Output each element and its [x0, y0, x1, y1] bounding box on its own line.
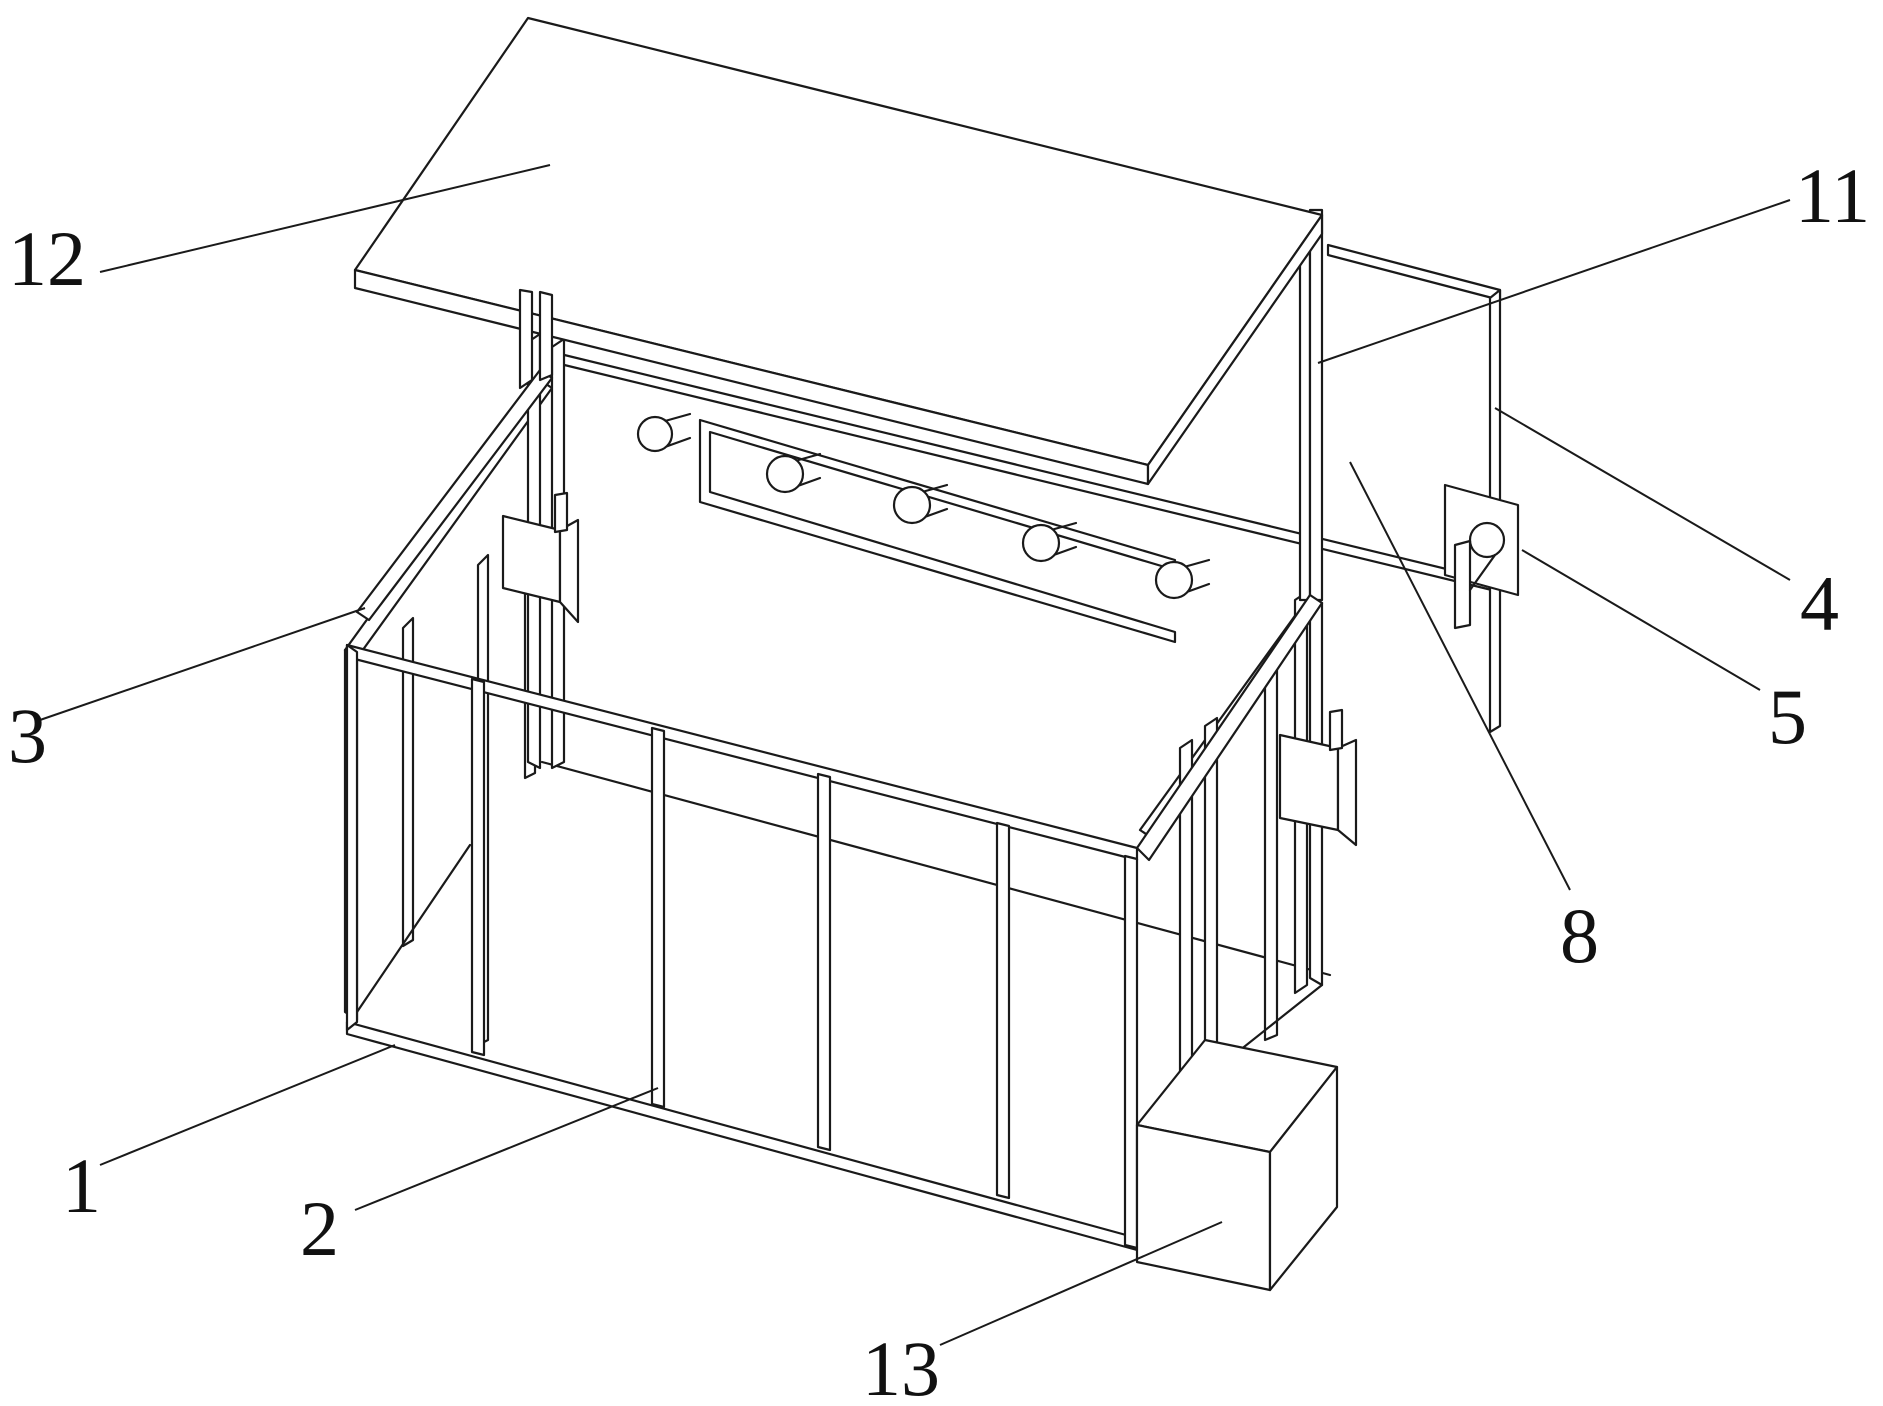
lamp [636, 412, 692, 453]
lamp [892, 483, 949, 525]
lamp [1154, 558, 1211, 600]
lamp [1021, 521, 1078, 563]
front-wall-frame [345, 593, 1324, 1252]
left-clamp [501, 491, 580, 624]
label-12: 12 [8, 215, 86, 302]
label-11: 11 [1795, 152, 1870, 239]
roof-panel [353, 16, 1324, 486]
right-clamp [1278, 708, 1358, 847]
leader-11 [1317, 199, 1791, 364]
rear-clamp [1443, 483, 1520, 630]
leader-5 [1521, 549, 1761, 691]
leader-lines [39, 164, 1791, 1346]
label-2: 2 [300, 1185, 339, 1272]
label-13: 13 [862, 1325, 940, 1406]
label-5: 5 [1768, 673, 1807, 760]
back-floor-edge [540, 760, 1332, 977]
roof-supports [518, 288, 554, 390]
right-posts [1298, 208, 1324, 602]
leader-8 [1349, 461, 1571, 891]
control-box [1135, 1038, 1339, 1292]
label-3: 3 [8, 692, 47, 779]
lamp [765, 452, 822, 494]
front-top-rail [355, 368, 554, 622]
leader-13 [939, 1221, 1223, 1346]
leader-12 [99, 164, 551, 273]
left-wall-frame [343, 332, 566, 1047]
label-8: 8 [1560, 892, 1599, 979]
leader-2 [354, 1087, 659, 1211]
right-wall-frame [1138, 590, 1324, 1122]
reference-numerals: 12 11 4 5 8 3 1 2 13 [8, 152, 1870, 1406]
leader-3 [39, 607, 366, 721]
label-1: 1 [62, 1142, 101, 1229]
back-rail [550, 243, 1502, 734]
lamp-row [636, 412, 1211, 600]
leader-1 [99, 1044, 396, 1166]
label-4: 4 [1800, 560, 1839, 647]
leader-4 [1494, 407, 1791, 581]
